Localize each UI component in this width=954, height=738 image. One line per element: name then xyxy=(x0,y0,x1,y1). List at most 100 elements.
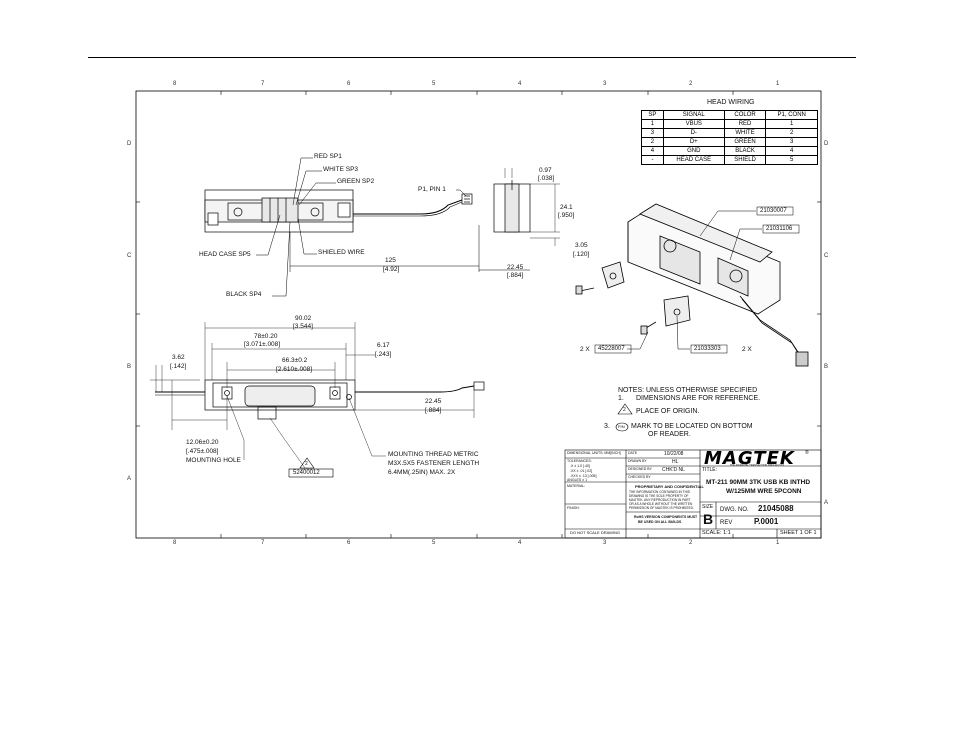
zone-bottom-5: 5 xyxy=(432,540,436,546)
dim-2245b-in: [.884] xyxy=(425,407,442,414)
tb-prop-text-1: THE INFORMATION CONTAINED IN THIS xyxy=(629,490,690,494)
note-3b: OF READER. xyxy=(648,431,691,438)
hw-cell: RED xyxy=(723,119,767,129)
note-3-symbol: P/N xyxy=(618,424,625,429)
dim-663-in: [2.610±.008] xyxy=(276,366,313,373)
callout-mounting-thread-3: 6.4MM(.25IN) MAX. 2X xyxy=(388,469,456,476)
callout-black-sp4: BLACK SP4 xyxy=(226,291,262,298)
tb-dim-units: DIMENSIONAL UNITS: MM[INCH] xyxy=(567,451,621,455)
callout-green-sp2: GREEN SP2 xyxy=(337,178,375,185)
zone-right-d: D xyxy=(824,141,829,147)
note-3-num: 3. xyxy=(604,423,610,430)
tb-designed-label: DESIGNED BY xyxy=(628,467,652,471)
hw-cell: 4 xyxy=(641,146,664,156)
hw-cell: GREEN xyxy=(723,137,767,147)
hw-cell: HEAD CASE xyxy=(662,155,725,165)
tb-dwg-number: 21045088 xyxy=(758,504,794,513)
dim-2245a: 22.45 xyxy=(507,264,524,271)
tb-date-label: DATE xyxy=(628,451,638,455)
table-row: 2 D+ GREEN 3 xyxy=(641,137,818,147)
dim-305: 3.05 xyxy=(575,242,588,249)
hw-cell: 3 xyxy=(641,128,664,138)
part-number-21030007: 21030007 xyxy=(760,208,787,214)
zone-right-a: A xyxy=(824,500,829,506)
callout-mounting-thread-2: M3X.5X5 FASTENER LENGTH xyxy=(388,460,480,467)
tb-prop-text-5: PERMISSION OF MAGTEK IS PROHIBITED. xyxy=(629,506,694,510)
tb-rohs-1: RoHS VERSION COMPONENTS MUST xyxy=(634,515,698,519)
callout-white-sp3: WHITE SP3 xyxy=(323,166,359,173)
dim-097-in: [.038] xyxy=(538,175,555,182)
zone-bottom-2: 2 xyxy=(689,540,693,546)
tb-do-not-scale: DO NOT SCALE DRAWING xyxy=(570,530,621,535)
hw-header-conn: P1, CONN xyxy=(765,110,818,120)
dim-78: 78±0.20 xyxy=(254,333,278,340)
dim-1206-in: [.475±.008] xyxy=(186,448,219,455)
zone-bottom-4: 4 xyxy=(518,540,522,546)
part-number-45228007: 45228007 xyxy=(598,346,625,352)
part-number-21031106: 21031106 xyxy=(766,226,793,232)
zone-top-3: 3 xyxy=(603,81,607,87)
part-number-52400012: 52400012 xyxy=(293,470,320,476)
hw-header-sp: SP xyxy=(641,110,664,120)
zone-left-a: A xyxy=(127,476,132,482)
hw-header-signal: SIGNAL xyxy=(662,110,725,120)
hw-cell: D- xyxy=(662,128,725,138)
zone-bottom-8: 8 xyxy=(173,540,177,546)
qty-2x-right: 2 X xyxy=(742,346,752,353)
tb-prop-text-4: OR AS A WHOLE WITHOUT THE WRITTEN xyxy=(629,502,693,506)
table-row: 3 D- WHITE 2 xyxy=(641,128,818,138)
tb-size-label: SIZE xyxy=(702,504,714,510)
drawing-title-line-2: W/125MM WRE 5PCONN xyxy=(726,488,802,495)
dim-362-in: [.142] xyxy=(170,363,187,370)
callout-p1-pin1: P1, PIN 1 xyxy=(418,186,446,193)
dim-125: 125 xyxy=(385,257,396,264)
callout-mounting-thread-1: MOUNTING THREAD METRIC xyxy=(388,451,479,458)
table-row: 1 VBUS RED 1 xyxy=(641,119,818,129)
dim-305-in: [.120] xyxy=(573,251,590,258)
zone-top-5: 5 xyxy=(432,81,436,87)
flag-2-symbol: 2 xyxy=(305,461,308,467)
zone-left-c: C xyxy=(127,253,132,259)
tb-proprietary: PROPRIETARY AND CONFIDENTIAL xyxy=(635,484,704,489)
dim-1206: 12.06±0.20 xyxy=(186,439,219,446)
page-header-rule xyxy=(88,57,856,58)
note-1: DIMENSIONS ARE FOR REFERENCE. xyxy=(636,395,761,402)
callout-mounting-hole: MOUNTING HOLE xyxy=(186,457,241,464)
tb-sheet: SHEET 1 OF 1 xyxy=(780,530,817,536)
dim-663: 66.3±0.2 xyxy=(282,357,308,364)
callout-head-case-sp5: HEAD CASE SP5 xyxy=(199,251,251,258)
tb-tol-3: .XXX ± .13 [.005] xyxy=(570,474,597,478)
zone-left-d: D xyxy=(127,141,132,147)
tb-angles: ANGLES ± 1 xyxy=(567,478,588,482)
tb-tolerances: TOLERANCES: xyxy=(567,459,592,463)
note-3a: MARK TO BE LOCATED ON BOTTOM xyxy=(631,423,753,430)
hw-cell: 2 xyxy=(765,128,818,138)
head-wiring-title: HEAD WIRING xyxy=(707,99,755,106)
dim-2245a-in: [.884] xyxy=(507,272,524,279)
tb-drawn-value: HL xyxy=(672,459,679,465)
qty-2x-left: 2 X xyxy=(580,346,590,353)
zone-bottom-6: 6 xyxy=(347,540,351,546)
zone-left-b: B xyxy=(127,364,132,370)
zone-bottom-3: 3 xyxy=(603,540,607,546)
hw-cell: VBUS xyxy=(662,119,725,129)
tb-designed-value: CHK'D NL xyxy=(662,467,685,473)
dim-617-in: [.243] xyxy=(375,351,392,358)
zone-bottom-7: 7 xyxy=(261,540,265,546)
dim-9002-in: [3.544] xyxy=(293,323,313,330)
hw-cell: 4 xyxy=(765,146,818,156)
drawing-title-line-1: MT-211 90MM 3TK USB KB INTHD xyxy=(706,479,811,486)
tb-prop-text-2: DRAWING IS THE SOLE PROPERTY OF xyxy=(629,494,689,498)
tb-rohs-2: BE USED ON ALL BUILDS xyxy=(638,520,682,524)
tb-scale: SCALE: 1:1 xyxy=(702,530,731,536)
zone-top-1: 1 xyxy=(776,81,780,87)
tb-rev-label: REV xyxy=(720,520,733,526)
note-2: PLACE OF ORIGIN. xyxy=(636,408,700,415)
callout-shielded-wire: SHIELED WIRE xyxy=(318,249,365,256)
zone-top-4: 4 xyxy=(518,81,522,87)
part-number-21033303: 21033303 xyxy=(694,346,721,352)
hw-cell: 2 xyxy=(641,137,664,147)
zone-right-b: B xyxy=(824,364,829,370)
callout-red-sp1: RED SP1 xyxy=(314,153,342,160)
